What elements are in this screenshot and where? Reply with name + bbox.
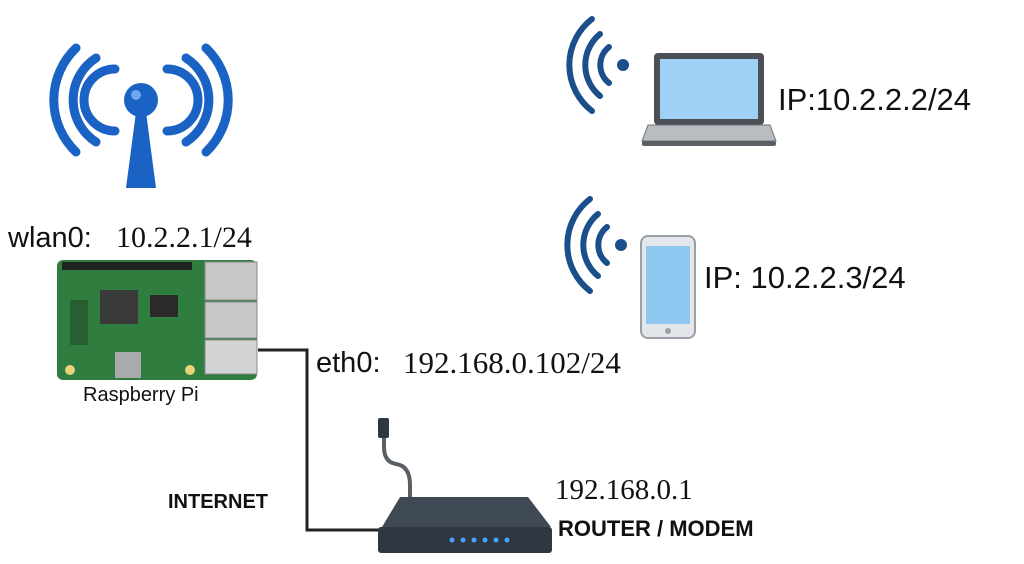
internet-label: INTERNET bbox=[168, 491, 268, 513]
wlan-label: wlan0: bbox=[8, 222, 92, 254]
eth-ip: 192.168.0.102/24 bbox=[403, 345, 621, 380]
router-caption: ROUTER / MODEM bbox=[558, 516, 754, 541]
router-status-lights bbox=[449, 537, 510, 543]
wlan-ip: 10.2.2.1/24 bbox=[116, 221, 252, 254]
laptop-ip-label: IP:10.2.2.2/24 bbox=[778, 82, 972, 117]
wifi-antenna-icon bbox=[49, 43, 233, 188]
laptop-icon bbox=[641, 53, 777, 146]
phone-ip-label: IP: 10.2.2.3/24 bbox=[704, 260, 906, 295]
wifi-signal-icon bbox=[564, 196, 627, 294]
router-ip: 192.168.0.1 bbox=[555, 474, 693, 506]
smartphone-icon bbox=[640, 235, 696, 339]
raspberry-pi-caption: Raspberry Pi bbox=[83, 384, 199, 406]
eth-label: eth0: bbox=[316, 347, 381, 379]
raspberry-pi-board bbox=[57, 260, 258, 380]
ethernet-cable bbox=[258, 348, 382, 532]
wifi-signal-icon bbox=[566, 16, 629, 114]
router-icon bbox=[378, 418, 552, 553]
